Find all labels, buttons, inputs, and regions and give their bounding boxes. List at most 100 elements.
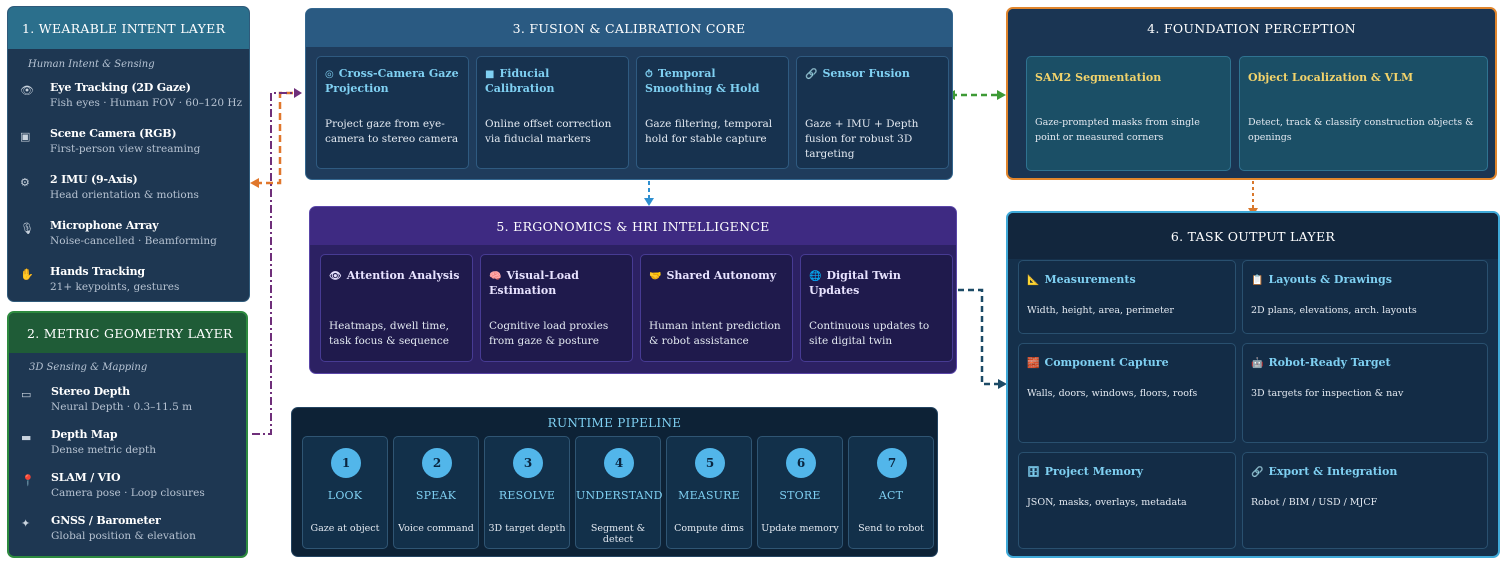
step-desc: Voice command (398, 523, 474, 534)
target-icon: ◎ (325, 69, 334, 80)
sensor-item: ▣Scene Camera (RGB)First-person view str… (20, 127, 243, 167)
card-title: 📐 Measurements (1027, 273, 1229, 288)
card-title: 🔗Export & Integration (1251, 465, 1481, 480)
card-title: ■Fiducial Calibration (485, 67, 622, 96)
card-title: Object Localization & VLM (1248, 71, 1481, 85)
bricks-icon: 🧱 (1027, 358, 1040, 369)
card-desc: Width, height, area, perimeter (1027, 305, 1174, 316)
card-title: 📋Layouts & Drawings (1251, 273, 1481, 288)
card-title-text: SAM2 Segmentation (1035, 71, 1162, 84)
step-label: STORE (779, 489, 821, 502)
card-desc: Detect, track & classify construction ob… (1248, 117, 1474, 143)
card-desc: Gaze-prompted masks from single point or… (1035, 117, 1200, 143)
sensor-title: Stereo Depth (51, 385, 130, 398)
eye-icon: 👁 (329, 271, 342, 282)
card-title: 🗄 Project Memory (1027, 465, 1229, 480)
step-label: MEASURE (678, 489, 740, 502)
sensor-title: 2 IMU (9-Axis) (50, 173, 138, 186)
card-title: 🤖Robot-Ready Target (1251, 356, 1481, 371)
layer-subtitle: 3D Sensing & Mapping (29, 362, 148, 373)
step-number: 4 (604, 448, 634, 478)
pipeline-title: RUNTIME PIPELINE (547, 416, 682, 430)
sensor-desc: First-person view streaming (50, 143, 201, 155)
sensor-desc: Noise-cancelled · Beamforming (50, 235, 217, 247)
card-title-text: Temporal Smoothing & Hold (645, 67, 760, 95)
sensor-title: Depth Map (51, 428, 118, 441)
step-number: 2 (422, 448, 452, 478)
layer-title: 2. METRIC GEOMETRY LAYER (9, 313, 246, 353)
card-title: 🤝Shared Autonomy (649, 269, 786, 284)
clipboard-icon: 📋 (1251, 275, 1264, 286)
card-title-text: Project Memory (1044, 465, 1144, 478)
card-title-text: Cross-Camera Gaze Projection (325, 67, 459, 95)
card-title: 🌐Digital Twin Updates (809, 269, 946, 298)
card-desc: Online offset correction via fiducial ma… (485, 118, 612, 145)
depth-map-icon: ▬ (21, 431, 32, 444)
card-title-text: Fiducial Calibration (485, 67, 555, 95)
card-desc: Human intent prediction & robot assistan… (649, 320, 781, 347)
card-title: 🔗Sensor Fusion (805, 67, 942, 82)
stereo-camera-icon: ▭ (21, 388, 32, 401)
layer-title: 4. FOUNDATION PERCEPTION (1008, 9, 1495, 47)
sensor-desc: Dense metric depth (51, 444, 156, 456)
card: Object Localization & VLM Detect, track &… (1239, 56, 1488, 171)
sensor-title: Hands Tracking (50, 265, 145, 278)
sensor-desc: Fish eyes · Human FOV · 60–120 Hz (50, 97, 243, 109)
connector-ergonomics-output (958, 288, 1000, 386)
card-desc: Project gaze from eye-camera to stereo c… (325, 118, 459, 145)
card-title: SAM2 Segmentation (1035, 71, 1224, 85)
sensor-desc: Neural Depth · 0.3–11.5 m (51, 401, 193, 413)
step-label: ACT (878, 489, 904, 502)
eye-icon: 👁 (20, 84, 34, 97)
brain-icon: 🧠 (489, 271, 502, 282)
step-desc: Compute dims (674, 523, 744, 534)
card-desc: Cognitive load proxies from gaze & postu… (489, 320, 609, 347)
layer-title: 6. TASK OUTPUT LAYER (1008, 213, 1498, 259)
sensor-desc: Head orientation & motions (50, 189, 199, 201)
marker-icon: ■ (485, 69, 495, 80)
card-desc: Heatmaps, dwell time, task focus & seque… (329, 320, 449, 347)
sensor-desc: 21+ keypoints, gestures (50, 281, 180, 293)
database-icon: 🗄 (1027, 467, 1040, 478)
sensor-title: GNSS / Barometer (51, 514, 161, 527)
card-title: 🧠Visual-Load Estimation (489, 269, 626, 298)
card-desc: Walls, doors, windows, floors, roofs (1027, 388, 1198, 399)
card-title-text: Component Capture (1044, 356, 1169, 369)
layer-title: 5. ERGONOMICS & HRI INTELLIGENCE (310, 207, 956, 245)
timer-icon: ⏱ (645, 69, 653, 80)
step-label: SPEAK (415, 489, 457, 502)
layer-title: 1. WEARABLE INTENT LAYER (8, 7, 249, 49)
step-number: 6 (786, 448, 816, 478)
sensor-desc: Camera pose · Loop closures (51, 487, 205, 499)
link-icon: 🔗 (805, 69, 818, 80)
card-title-text: Digital Twin Updates (809, 269, 901, 297)
card-title-text: Measurements (1044, 273, 1136, 286)
gear-icon: ⚙ (20, 176, 30, 189)
card-title-text: Robot-Ready Target (1268, 356, 1391, 369)
ruler-icon: 📐 (1027, 275, 1040, 286)
ergonomics-hri-layer: 5. ERGONOMICS & HRI INTELLIGENCE 👁Attent… (309, 206, 957, 374)
sensor-item: ⚙ 2 IMU (9-Axis) Head orientation & motion… (20, 173, 243, 213)
card-desc: Robot / BIM / USD / MJCF (1251, 497, 1378, 508)
